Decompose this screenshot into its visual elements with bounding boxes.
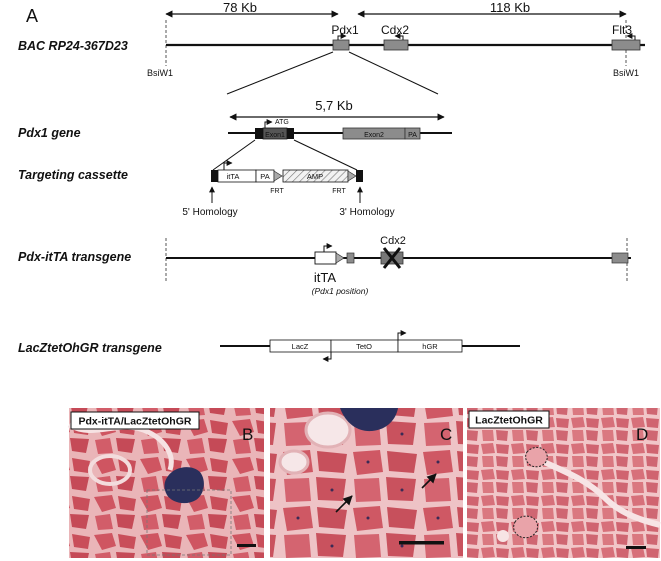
scale-118kb-label: 118 Kb [490, 0, 530, 15]
panel-c-arrow-1 [335, 495, 353, 513]
frt-right-label: FRT [332, 188, 346, 195]
cassette-line-left [212, 139, 256, 171]
panel-d-caption: LacZtetOhGR [475, 415, 543, 427]
exon1-label: Exon1 [265, 132, 285, 139]
frt-right-icon [347, 170, 357, 182]
bac-label: BAC RP24-367D23 [18, 39, 128, 53]
exon1-end-block [287, 128, 294, 139]
atg-direction-icon [264, 119, 273, 128]
panel-b-label-box [70, 411, 200, 430]
panel-b-zoom-box [146, 489, 232, 556]
itta-label: itTA [314, 270, 336, 285]
panel-d-image [467, 408, 660, 558]
lacz-transgene-label: LacZtetOhGR transgene [18, 341, 162, 355]
amp-cassette-label: AMP [307, 172, 323, 181]
bac-pdx1-box [332, 39, 350, 51]
panel-b-vessel [88, 454, 132, 486]
pdx1-remaining-exon [346, 252, 355, 264]
cassette-line-right [293, 139, 358, 171]
bac-cdx2-box [383, 39, 409, 51]
exon2-label: Exon2 [364, 132, 384, 139]
panel-b-islet-stain [164, 467, 204, 504]
panel-b-caption: Pdx-itTA/LacZtetOhGR [79, 416, 192, 428]
panel-d-islet-2 [513, 515, 539, 539]
cdx2-deletion-x-icon [382, 247, 402, 269]
panel-d-label-box [468, 410, 550, 429]
bac-cdx2-label: Cdx2 [381, 23, 409, 37]
pdx1-pa-label: PA [408, 132, 417, 139]
lacz-label: LacZ [292, 342, 309, 351]
itta-transgene-box [314, 251, 337, 265]
panel-d-islet-1 [525, 447, 548, 468]
panel-d-tissue-gap [538, 457, 661, 528]
itta-position-label: (Pdx1 position) [312, 286, 369, 296]
panel-c: C [270, 408, 463, 558]
frt-left-icon [273, 170, 283, 182]
scale-78kb-label: 78 Kb [223, 0, 257, 15]
bsiw1-right-label: BsiW1 [613, 68, 639, 78]
homology-5-label: 5' Homology [182, 207, 237, 218]
bac-pdx1-label: Pdx1 [331, 23, 359, 37]
zoom-line-left [226, 51, 334, 95]
bac-flt3-box [611, 39, 641, 51]
pdx1-pa-box [404, 127, 421, 140]
panel-d: LacZtetOhGR D [467, 408, 661, 558]
flt3-direction-icon [626, 33, 636, 40]
frt-transgene-icon [335, 252, 345, 264]
panel-b: Pdx-itTA/LacZtetOhGR B [67, 408, 264, 558]
teto-label: TetO [356, 342, 372, 351]
panel-c-scale-bar [399, 541, 444, 545]
panel-c-vessel [304, 411, 352, 449]
panel-c-letter: C [440, 425, 452, 444]
homology-3-label: 3' Homology [339, 207, 394, 218]
cassette-direction-icon [223, 160, 233, 170]
frt-left-label: FRT [270, 188, 284, 195]
panel-d-vessel [497, 530, 509, 542]
bac-flt3-label: Flt3 [612, 23, 632, 37]
zoom-line-right [348, 51, 439, 95]
hgr-box [397, 339, 463, 353]
cdx2-itta-label: Cdx2 [380, 235, 406, 247]
panel-a-letter: A [26, 6, 38, 26]
pa-cassette-label: PA [260, 172, 269, 181]
pdx-itta-transgene-label: Pdx-itTA transgene [18, 250, 131, 264]
lacz-direction-icon [322, 352, 332, 362]
hgr-label: hGR [422, 342, 438, 351]
scale-5-7kb-label: 5,7 Kb [315, 98, 353, 113]
cdx2-direction-icon [394, 33, 404, 40]
targeting-cassette-label: Targeting cassette [18, 168, 128, 182]
homology-5-block [211, 170, 218, 182]
pdx1-direction-icon [337, 33, 347, 40]
hgr-direction-icon [397, 330, 407, 340]
bsiw1-left-label: BsiW1 [147, 68, 173, 78]
panel-b-tissue-gap [67, 422, 174, 471]
flt3-transgene-box [611, 252, 629, 264]
panel-c-vessel-small [278, 449, 310, 475]
pdx1-gene-label: Pdx1 gene [18, 126, 81, 140]
panel-b-scale-bar [237, 544, 256, 547]
itta-direction-icon [323, 243, 333, 252]
panel-c-arrow-2 [421, 473, 437, 489]
homology-3-block [356, 170, 363, 182]
panel-b-letter: B [242, 425, 253, 444]
itta-cassette-label: itTA [227, 172, 240, 181]
panel-d-letter: D [636, 425, 648, 444]
panel-c-islet-stain [340, 408, 398, 432]
panel-d-scale-bar [626, 546, 646, 549]
pdx1-5utr-block [255, 128, 263, 139]
atg-label: ATG [275, 119, 289, 126]
